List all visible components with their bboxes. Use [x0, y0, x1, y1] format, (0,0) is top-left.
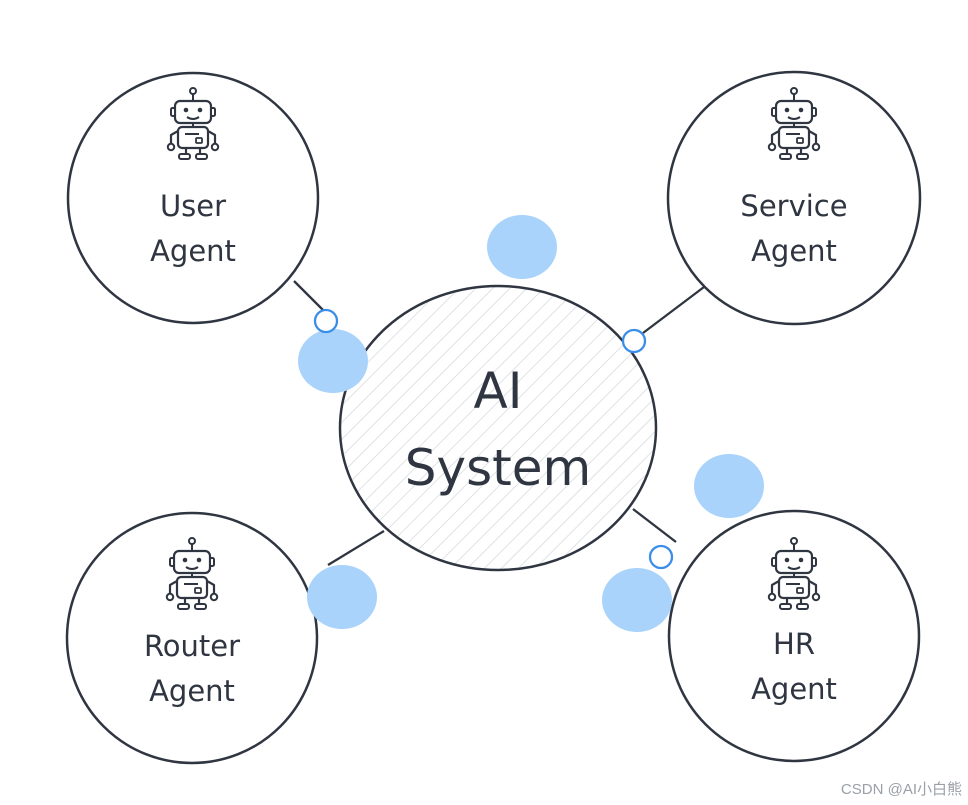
agent-node-circle: [666, 70, 922, 326]
message-bubble: [694, 454, 764, 518]
agent-node-circle: [66, 71, 320, 325]
watermark: CSDN @AI小白熊: [840, 781, 962, 798]
center-label-line2: System: [405, 439, 591, 497]
connection-port[interactable]: [648, 544, 674, 570]
agent-label-line2: Agent: [751, 234, 837, 268]
agent-label-line2: Agent: [150, 234, 236, 268]
connection-ports: [313, 308, 674, 570]
agent-label-line2: Agent: [751, 672, 837, 706]
agent-node-circle: [65, 511, 319, 765]
center-node-ai-system[interactable]: AI System: [338, 284, 658, 572]
connector-router: [327, 530, 385, 566]
message-bubble: [602, 568, 672, 632]
agent-node-user[interactable]: User Agent: [66, 71, 320, 325]
agent-node-circle: [667, 509, 921, 763]
connector-user: [293, 280, 327, 314]
message-bubble: [487, 215, 557, 279]
connection-port[interactable]: [313, 308, 339, 334]
connection-port[interactable]: [621, 328, 647, 354]
message-bubble: [298, 329, 368, 393]
center-node-circle: [338, 284, 658, 572]
agent-label-line1: Router: [144, 629, 240, 663]
agent-label-line1: Service: [740, 189, 847, 223]
connector-service: [642, 286, 705, 334]
agent-node-service[interactable]: Service Agent: [666, 70, 922, 326]
message-bubble: [307, 565, 377, 629]
connectors: [293, 280, 705, 566]
agent-label-line2: Agent: [149, 674, 235, 708]
message-bubbles: [298, 215, 764, 632]
agent-label-line1: HR: [773, 627, 815, 661]
center-label-line1: AI: [474, 362, 523, 420]
connector-hr: [632, 508, 677, 543]
agent-node-hr[interactable]: HR Agent: [667, 509, 921, 763]
agent-node-router[interactable]: Router Agent: [65, 511, 319, 765]
agent-label-line1: User: [160, 189, 226, 223]
